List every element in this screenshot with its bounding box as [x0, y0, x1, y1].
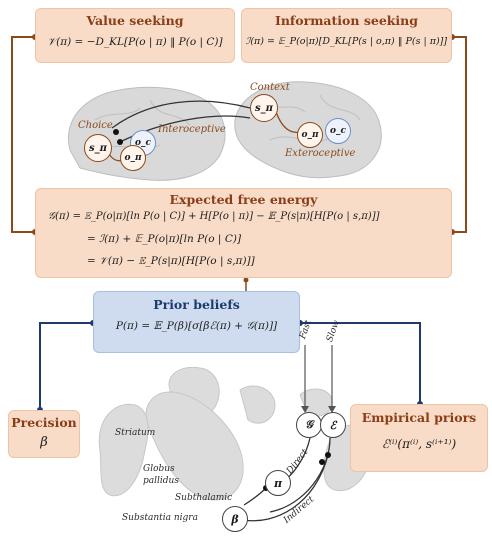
info-to-efe-connector — [452, 36, 467, 233]
empirical-priors-equation: ℰ⁽ⁱ⁾(π⁽ⁱ⁾, s⁽ⁱ⁺¹⁾) — [381, 437, 457, 451]
substantia-nigra-label: Substantia nigra — [122, 513, 198, 523]
efe-title: Expected free energy — [169, 192, 318, 207]
efe-equation-line1: 𝒢(π) = 𝔼_P(o|π)[ln P(o | C)] + H[P(o | π… — [48, 211, 380, 222]
choice-outcome-pi-node: o_π — [120, 145, 146, 171]
information-seeking-panel: Information seeking ℐ(π) = 𝔼_P(o|π)[D_KL… — [241, 8, 452, 63]
striatum-label: Striatum — [115, 428, 156, 438]
prior-to-precision-connector — [39, 322, 93, 410]
expected-free-energy-panel: Expected free energy 𝒢(π) = 𝔼_P(o|π)[ln … — [35, 188, 452, 278]
context-state-node: s_π — [250, 94, 278, 122]
context-outcome-pi-node: o_π — [297, 122, 323, 148]
prior-beliefs-title: Prior beliefs — [153, 297, 240, 312]
choice-label: Choice — [78, 120, 113, 131]
information-seeking-title: Information seeking — [274, 13, 419, 28]
value-seeking-panel: Value seeking 𝒱(π) = −D_KL[P(o | π) ‖ P(… — [35, 8, 235, 63]
beta-to-pi — [243, 487, 267, 506]
context-label: Context — [250, 82, 290, 93]
choice-state-node: s_π — [84, 134, 112, 162]
interoceptive-label: Interoceptive — [158, 124, 226, 135]
subthalamic-label: Subthalamic — [175, 493, 233, 503]
pallidus-label: pallidus — [143, 476, 179, 486]
pi-node: π — [265, 470, 291, 496]
e-node: ℰ — [320, 412, 346, 438]
value-seeking-title: Value seeking — [86, 13, 184, 28]
connector-dot — [243, 277, 249, 283]
value-to-efe-connector — [11, 36, 35, 233]
context-to-choice-arrow — [111, 100, 251, 129]
g-node: 𝒢 — [296, 412, 322, 438]
beta-node: β — [222, 506, 248, 532]
precision-title: Precision — [11, 415, 77, 430]
context-outcome-c-node: o_c — [325, 118, 351, 144]
globus-label: Globus — [143, 464, 175, 474]
efe-equation-line2: = ℐ(π) + 𝔼_P(o|π)[ln P(o | C)] — [87, 233, 242, 245]
information-seeking-equation: ℐ(π) = 𝔼_P(o|π)[D_KL[P(s | o,π) ‖ P(s | … — [245, 36, 448, 47]
prior-beliefs-equation: P(π) = 𝔼_P(β)[σ[βℰ(π) + 𝒢(π)]] — [115, 320, 278, 332]
e-to-pi-indirect — [269, 437, 331, 513]
precision-symbol: β — [40, 435, 48, 450]
basal-ganglia-silhouette — [98, 366, 372, 501]
value-seeking-equation: 𝒱(π) = −D_KL[P(o | π) ‖ P(o | C)] — [47, 36, 223, 48]
empirical-priors-title: Empirical priors — [361, 410, 477, 425]
efe-equation-line3: = 𝒱(π) − 𝔼_P(s|π)[H[P(o | s,π)]] — [87, 255, 255, 267]
empirical-priors-panel: Empirical priors ℰ⁽ⁱ⁾(π⁽ⁱ⁾, s⁽ⁱ⁺¹⁾) — [350, 404, 488, 472]
prior-to-empirical-connector — [300, 322, 421, 404]
precision-panel: Precision β — [8, 410, 80, 458]
exteroceptive-label: Exteroceptive — [285, 148, 356, 159]
prior-beliefs-panel: Prior beliefs P(π) = 𝔼_P(β)[σ[βℰ(π) + 𝒢(… — [93, 291, 300, 353]
